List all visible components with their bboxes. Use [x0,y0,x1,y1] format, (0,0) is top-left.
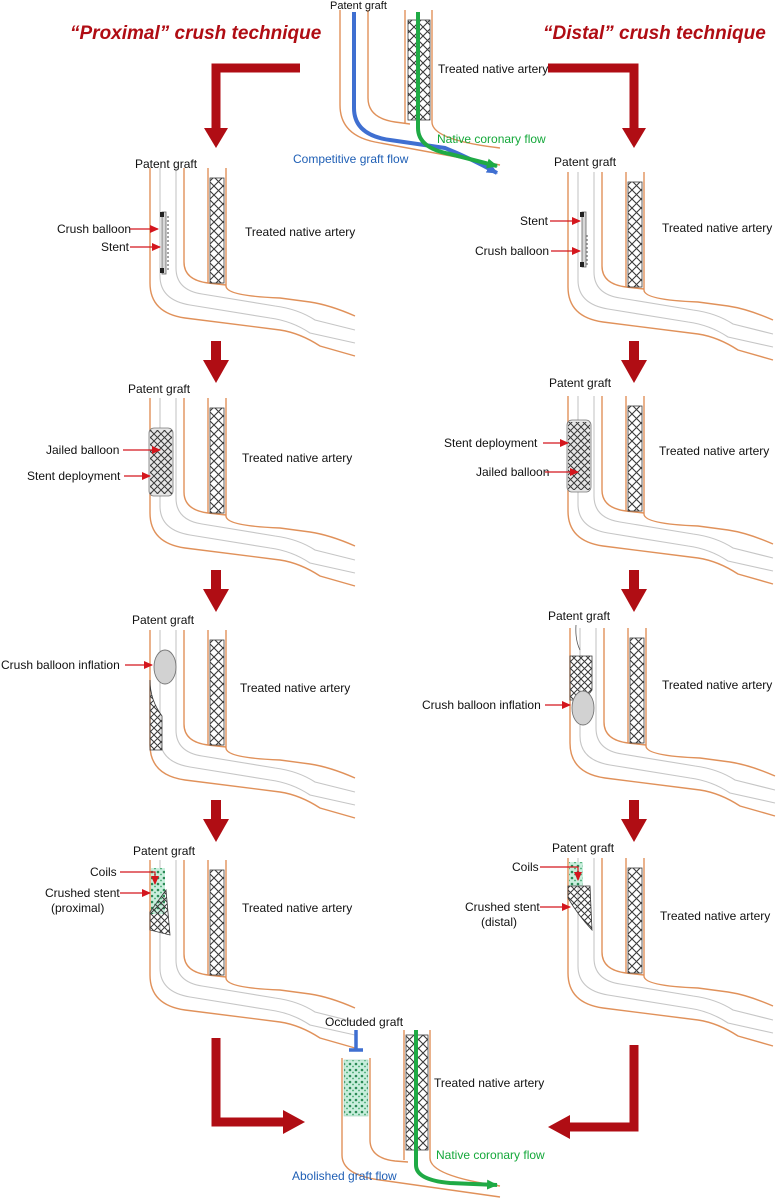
right-panel-3: Patent graft Treated native artery Crush… [422,609,776,817]
native-flow-arrow [414,1030,498,1190]
artery-label: Treated native artery [245,225,355,239]
artery-label: Treated native artery [660,909,770,923]
bottom-native-flow-label: Native coronary flow [436,1148,545,1162]
native-flow-arrow [416,12,498,169]
right-panel-2: Patent graft Treated native artery Stent… [444,376,774,585]
artery-label: Treated native artery [240,681,350,695]
coils-label: Coils [512,860,539,874]
artery-label: Treated native artery [242,451,352,465]
stent-deployment-label: Stent deployment [444,436,538,450]
crush-balloon-inflation-label: Crush balloon inflation [422,698,541,712]
graft-label: Patent graft [549,376,612,390]
left-panel-4: Patent graft Treated native artery Coils… [45,844,356,1049]
crush-balloon-label: Crush balloon [475,244,549,258]
graft-label: Patent graft [554,155,617,169]
left-start-arrow [204,63,300,148]
artery-label: Treated native artery [662,678,772,692]
jailed-balloon-label: Jailed balloon [476,465,549,479]
artery-label: Treated native artery [662,221,772,235]
left-panel-1: Patent graft Treated native artery Crush… [57,157,356,357]
coils-label: Coils [90,865,117,879]
top-graft-label: Patent graft [330,0,387,12]
right-step-arrow-2 [621,570,647,612]
graft-flow-arrow [352,12,498,175]
top-panel: Patent graft Treated native artery Nativ… [293,0,548,175]
bottom-artery-label: Treated native artery [434,1076,544,1090]
top-artery-label: Treated native artery [438,62,548,76]
crushed-stent-label: Crushed stent [465,900,540,914]
distal-technique-title: “Distal” crush technique [543,23,766,44]
crush-balloon-label: Crush balloon [57,222,131,236]
proximal-technique-title: “Proximal” crush technique [70,23,322,44]
artery-label: Treated native artery [242,901,352,915]
right-step-arrow-3 [621,800,647,842]
top-native-flow-label: Native coronary flow [437,132,546,146]
left-end-arrow [211,1038,305,1134]
left-step-arrow-2 [203,570,229,612]
graft-label: Patent graft [548,609,611,623]
crush-balloon-inflation-label: Crush balloon inflation [1,658,120,672]
bottom-panel: Occluded graft Treated native artery Nat… [292,1015,545,1198]
artery-label: Treated native artery [659,444,769,458]
graft-label: Patent graft [132,613,195,627]
stent-label: Stent [101,240,130,254]
right-end-arrow [548,1045,639,1139]
stent-label: Stent [520,214,549,228]
graft-label: Patent graft [552,841,615,855]
jailed-balloon-label: Jailed balloon [46,443,119,457]
left-step-arrow-3 [203,800,229,842]
stent-deployment-label: Stent deployment [27,469,121,483]
graft-label: Patent graft [133,844,196,858]
graft-label: Patent graft [135,157,198,171]
left-step-arrow-1 [203,341,229,383]
left-panel-2: Patent graft Treated native artery Jaile… [27,382,356,587]
bottom-graft-label: Occluded graft [325,1015,404,1029]
graft-label: Patent graft [128,382,191,396]
top-graft-flow-label: Competitive graft flow [293,152,409,166]
right-panel-1: Patent graft Treated native artery Stent… [475,155,774,361]
crushed-stent-qualifier: (distal) [481,915,517,929]
right-start-arrow [548,63,646,148]
crushed-stent-label: Crushed stent [45,886,120,900]
right-step-arrow-1 [621,341,647,383]
crushed-stent-qualifier: (proximal) [51,901,104,915]
right-panel-4: Patent graft Treated native artery Coils… [465,841,774,1047]
bottom-graft-flow-label: Abolished graft flow [292,1169,397,1183]
left-panel-3: Patent graft Treated native artery Crush… [1,613,356,819]
